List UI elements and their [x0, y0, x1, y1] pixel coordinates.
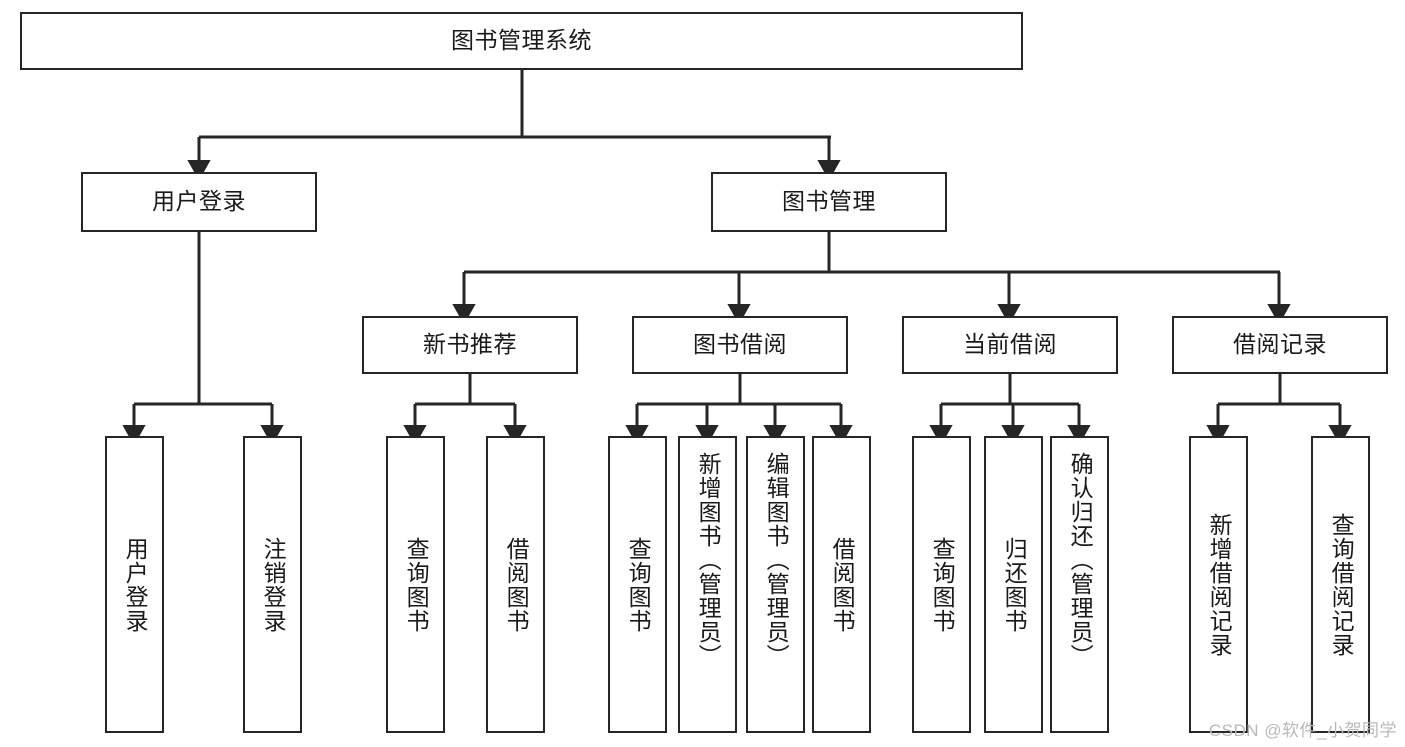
- leaf-query-record-label: 查询借阅记录: [1328, 512, 1355, 657]
- node-book-manage[interactable]: 图书管理: [711, 172, 947, 232]
- node-new-book-recommend-label: 新书推荐: [423, 331, 517, 358]
- leaf-edit-book[interactable]: 编辑图书（管理员）: [746, 436, 805, 733]
- node-book-borrow-label: 图书借阅: [693, 331, 787, 358]
- csdn-watermark: CSDN @软件_小贺同学: [1208, 721, 1397, 740]
- leaf-query-book-label: 查询图书: [625, 536, 652, 633]
- leaf-query-book[interactable]: 查询图书: [608, 436, 667, 733]
- leaf-add-record-label: 新增借阅记录: [1206, 512, 1233, 657]
- leaf-borrow-book-recommend-label: 借阅图书: [503, 536, 530, 633]
- node-book-borrow[interactable]: 图书借阅: [632, 316, 848, 374]
- node-new-book-recommend[interactable]: 新书推荐: [362, 316, 578, 374]
- leaf-query-book-recommend-label: 查询图书: [403, 536, 430, 633]
- leaf-query-book-current[interactable]: 查询图书: [912, 436, 971, 733]
- leaf-borrow-book[interactable]: 借阅图书: [812, 436, 871, 733]
- node-user-login[interactable]: 用户登录: [81, 172, 317, 232]
- node-current-borrow-label: 当前借阅: [963, 331, 1057, 358]
- leaf-add-record[interactable]: 新增借阅记录: [1189, 436, 1248, 733]
- node-current-borrow[interactable]: 当前借阅: [902, 316, 1118, 374]
- leaf-confirm-return[interactable]: 确认归还（管理员）: [1050, 436, 1109, 733]
- leaf-borrow-book-label: 借阅图书: [829, 536, 856, 633]
- leaf-logout[interactable]: 注销登录: [243, 436, 302, 733]
- leaf-query-record[interactable]: 查询借阅记录: [1311, 436, 1370, 733]
- node-borrow-record-label: 借阅记录: [1233, 331, 1327, 358]
- leaf-user-login-label: 用户登录: [122, 536, 149, 633]
- leaf-logout-label: 注销登录: [260, 536, 287, 633]
- node-borrow-record[interactable]: 借阅记录: [1172, 316, 1388, 374]
- leaf-return-book-label: 归还图书: [1001, 536, 1028, 633]
- leaf-add-book[interactable]: 新增图书（管理员）: [678, 436, 737, 733]
- leaf-query-book-current-label: 查询图书: [929, 536, 956, 633]
- leaf-return-book[interactable]: 归还图书: [984, 436, 1043, 733]
- leaf-query-book-recommend[interactable]: 查询图书: [386, 436, 445, 733]
- leaf-confirm-return-label: 确认归还（管理员）: [1067, 452, 1094, 668]
- leaf-add-book-label: 新增图书（管理员）: [695, 452, 722, 668]
- node-root-label: 图书管理系统: [451, 27, 592, 54]
- node-root[interactable]: 图书管理系统: [20, 12, 1023, 70]
- leaf-borrow-book-recommend[interactable]: 借阅图书: [486, 436, 545, 733]
- leaf-user-login[interactable]: 用户登录: [105, 436, 164, 733]
- node-book-manage-label: 图书管理: [782, 188, 876, 215]
- leaf-edit-book-label: 编辑图书（管理员）: [763, 452, 790, 668]
- node-user-login-label: 用户登录: [152, 188, 246, 215]
